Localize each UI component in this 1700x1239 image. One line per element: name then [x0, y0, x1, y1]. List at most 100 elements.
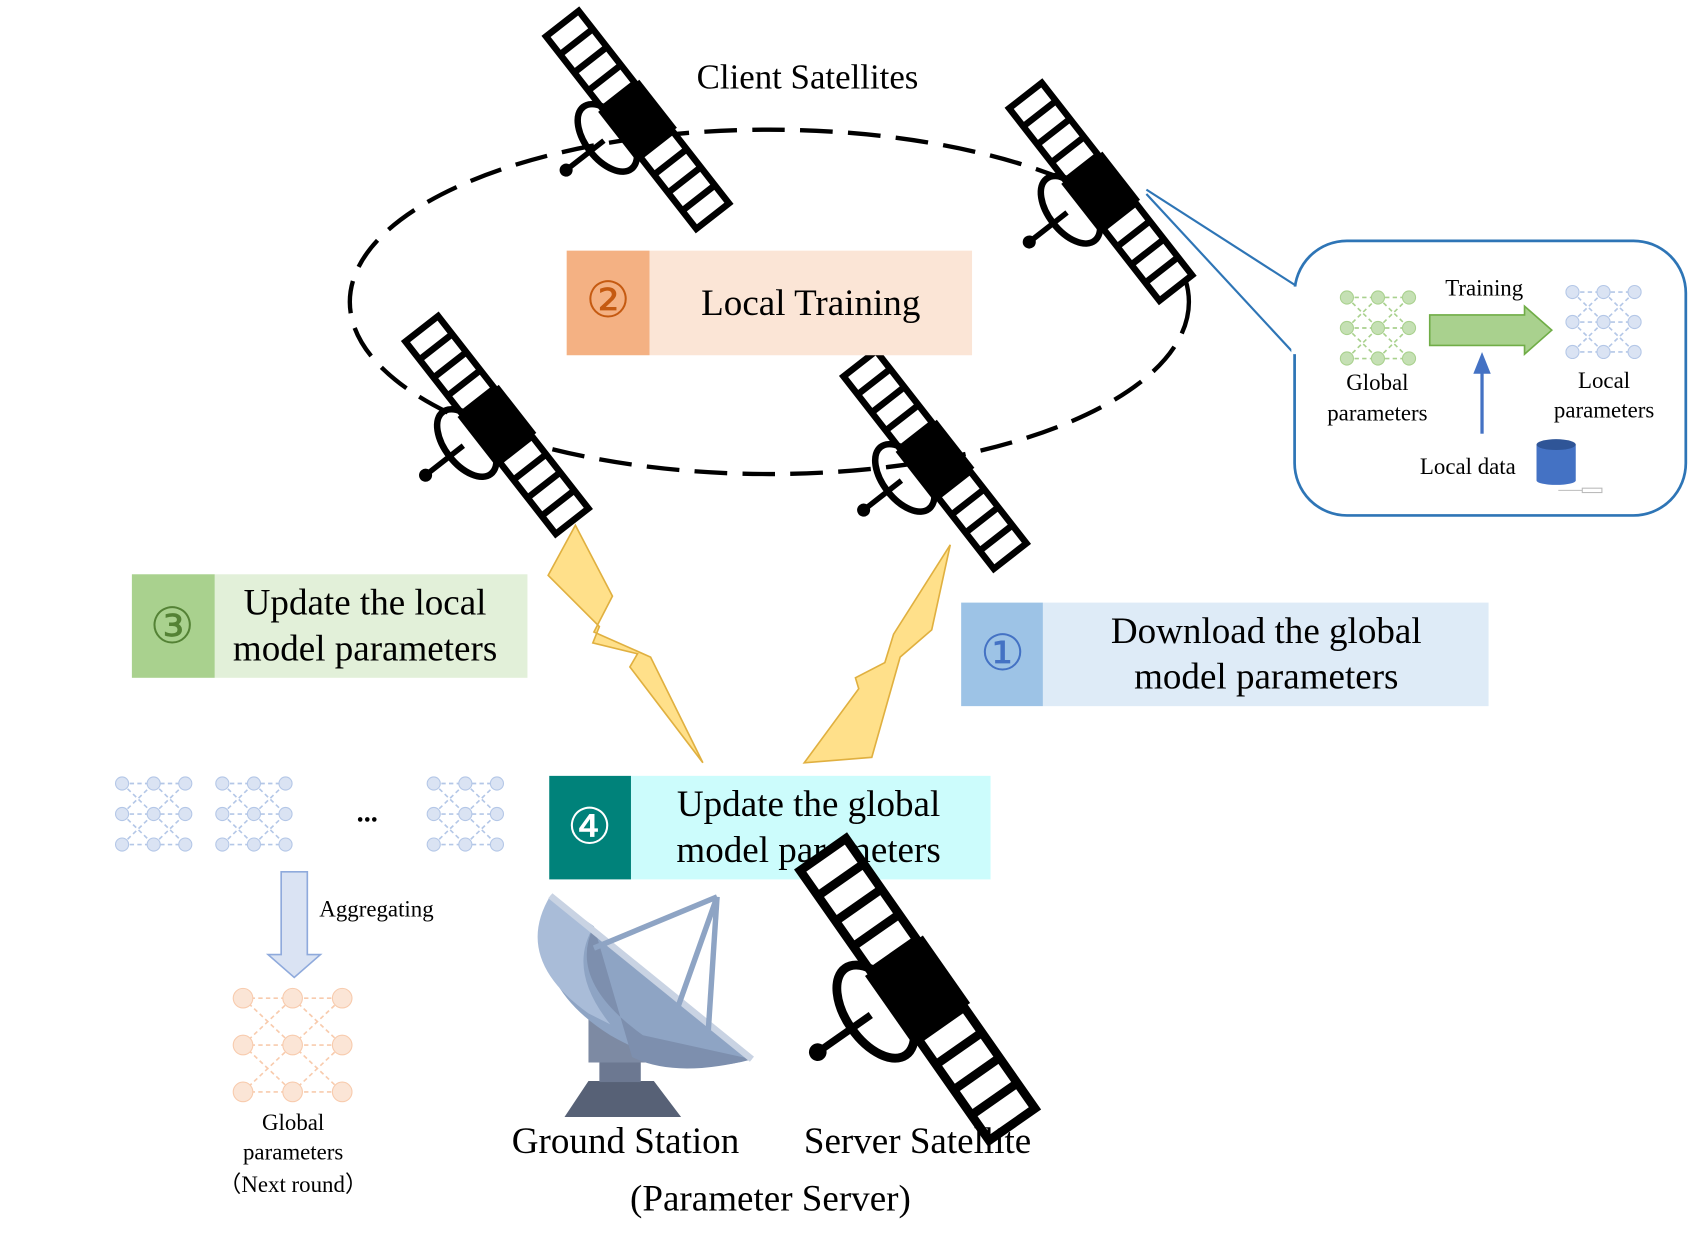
network-node: [1627, 344, 1642, 360]
aggregating-label: Aggregating: [319, 896, 433, 921]
local-data-label: Local data: [1420, 454, 1516, 479]
aggregating-arrow-icon: [265, 870, 323, 979]
client-satellite-icon: [786, 348, 1031, 614]
orbit-ellipse: [347, 127, 1192, 477]
network-node: [1370, 320, 1386, 336]
network-node: [426, 837, 441, 852]
network-node: [146, 837, 161, 852]
network-node: [489, 776, 505, 791]
network-node: [146, 776, 161, 791]
parameters-label: parameters: [1327, 401, 1427, 426]
ellipsis: ...: [357, 798, 378, 829]
network-node: [331, 987, 353, 1009]
network-node: [215, 776, 230, 791]
global-label: Global: [1346, 370, 1408, 395]
global-label: Global: [262, 1110, 324, 1135]
network-node: [178, 776, 193, 791]
local-parameters-network-icon: [1565, 284, 1642, 360]
training-label: Training: [1445, 275, 1523, 300]
step-3-text-line1: Update the local: [244, 583, 487, 624]
network-node: [426, 806, 441, 822]
network-node: [1596, 284, 1611, 300]
network-node: [246, 837, 262, 852]
neural-network-icon: [426, 776, 505, 852]
network-node: [1565, 284, 1580, 300]
step-2-local-training: ② Local Training: [566, 250, 973, 356]
network-node: [489, 806, 505, 822]
step-4-update-global: ④ Update the global model parameters: [549, 775, 991, 880]
network-node: [278, 776, 293, 791]
uplink-lightning-icon: [547, 523, 704, 764]
client-satellite-icon: [348, 313, 593, 579]
global-parameters-network-icon: [1339, 290, 1417, 366]
network-node: [426, 776, 441, 791]
network-node: [114, 806, 130, 822]
step-4-text-line1: Update the global: [677, 784, 940, 825]
network-node: [489, 837, 505, 852]
network-node: [331, 1034, 353, 1056]
network-node: [232, 1034, 254, 1056]
network-node: [1339, 351, 1354, 366]
global-model-network-icon: [232, 987, 353, 1103]
network-node: [282, 1034, 303, 1056]
network-node: [458, 837, 473, 852]
step-1-download-global: ① Download the global model parameters: [961, 602, 1489, 707]
network-node: [1339, 320, 1354, 336]
neural-network-icon: [1565, 284, 1642, 360]
local-label: Local: [1578, 368, 1630, 393]
network-node: [215, 837, 230, 852]
network-node: [278, 837, 293, 852]
client-satellites-label: Client Satellites: [697, 57, 919, 96]
downlink-lightning-icon: [802, 544, 952, 764]
neural-network-icon: [232, 987, 353, 1103]
step-1-number: ①: [980, 625, 1025, 681]
step-4-number: ④: [567, 798, 612, 854]
next-round-label: （Next round）: [219, 1172, 368, 1197]
neural-network-icon: [215, 776, 293, 852]
network-node: [278, 806, 293, 822]
step-3-text-line2: model parameters: [233, 628, 497, 669]
network-node: [1370, 290, 1386, 305]
network-node: [1401, 320, 1417, 336]
network-node: [1596, 344, 1611, 360]
database-icon: [1536, 439, 1603, 494]
network-node: [1565, 314, 1580, 330]
step-3-number: ③: [150, 598, 195, 654]
network-node: [1627, 314, 1642, 330]
parameters-label: parameters: [243, 1139, 343, 1164]
step-3-update-local: ③ Update the local model parameters: [131, 574, 528, 678]
local-training-callout: Training Global parameters Local paramet…: [1291, 239, 1688, 517]
ground-station-dish-icon: [537, 893, 754, 1117]
network-node: [114, 776, 130, 791]
network-node: [246, 806, 262, 822]
network-node: [178, 806, 193, 822]
network-node: [215, 806, 230, 822]
network-node: [1401, 351, 1417, 366]
network-node: [232, 1081, 254, 1103]
network-node: [1596, 314, 1611, 330]
parameters-label: parameters: [1554, 397, 1654, 422]
network-node: [246, 776, 262, 791]
step-2-text: Local Training: [701, 283, 920, 324]
network-node: [1401, 290, 1417, 305]
local-models-group: [114, 776, 505, 852]
network-node: [331, 1081, 353, 1103]
network-node: [1370, 351, 1386, 366]
neural-network-icon: [114, 776, 193, 852]
neural-network-icon: [1339, 290, 1417, 366]
network-node: [1339, 290, 1354, 305]
step-1-text-line2: model parameters: [1134, 657, 1398, 698]
network-node: [146, 806, 161, 822]
arrow-right-icon: [1428, 304, 1554, 356]
network-node: [178, 837, 193, 852]
network-node: [282, 1081, 303, 1103]
network-node: [114, 837, 130, 852]
network-node: [458, 776, 473, 791]
step-1-text-line1: Download the global: [1111, 611, 1422, 652]
client-satellite-icon: [952, 80, 1197, 346]
network-node: [1627, 284, 1642, 300]
network-node: [458, 806, 473, 822]
network-node: [282, 987, 303, 1009]
server-satellite-label: Server Satellite: [804, 1121, 1031, 1162]
